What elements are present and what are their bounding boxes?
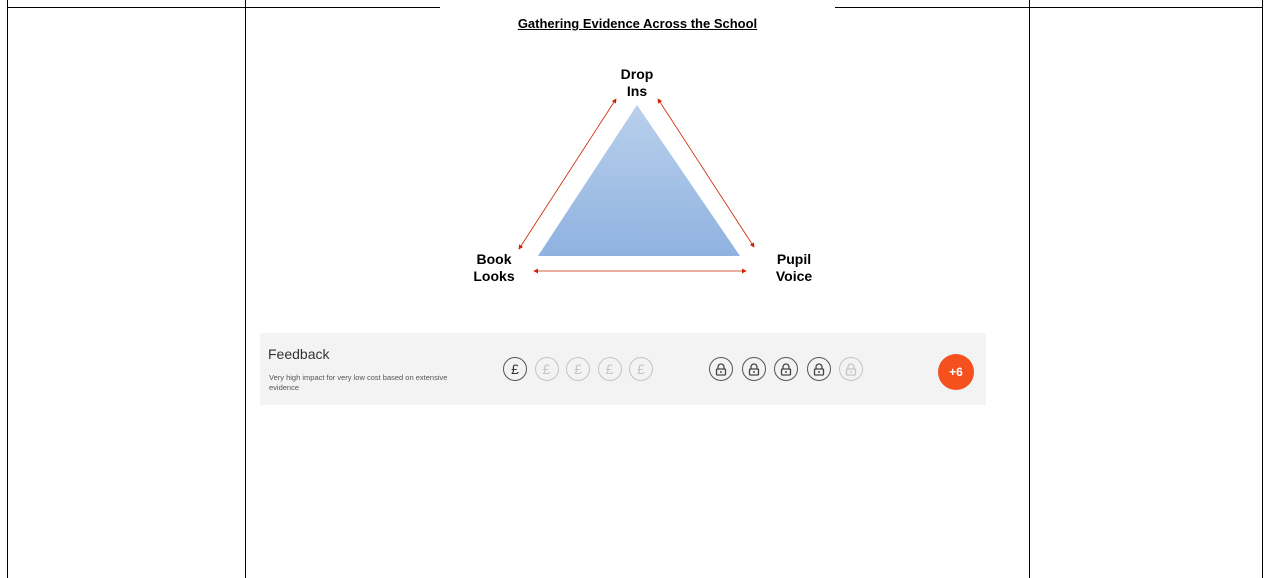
feedback-description: Very high impact for very low cost based…: [269, 373, 448, 392]
table-border-left: [7, 0, 8, 578]
triangle-shape: [538, 105, 740, 256]
table-border-right: [1262, 0, 1263, 578]
pound-icon: £: [566, 357, 590, 381]
node-label-pupil-voice: Pupil Voice: [775, 251, 813, 284]
pound-icon: £: [597, 357, 622, 381]
feedback-strip[interactable]: Feedback Very high impact for very low c…: [260, 333, 986, 405]
padlock-icon: [709, 357, 733, 381]
diagram-title: Gathering Evidence Across the School: [517, 16, 758, 31]
impact-badge[interactable]: +6: [938, 354, 974, 390]
feedback-title: Feedback: [268, 346, 330, 362]
pound-icon: £: [534, 357, 559, 381]
table-divider-2: [1029, 0, 1030, 578]
pound-icon: £: [503, 357, 527, 381]
table-divider-1: [245, 0, 246, 578]
table-border-top-right: [835, 7, 1263, 8]
table-border-top-left: [7, 7, 440, 8]
node-label-book-looks: Book Looks: [473, 251, 515, 284]
padlock-icon: [839, 357, 863, 381]
padlock-icon: [774, 357, 798, 381]
pound-icon: £: [629, 357, 653, 381]
arrow-right-edge: [657, 98, 755, 248]
padlock-icon: [806, 357, 831, 381]
arrow-left-edge: [518, 98, 617, 250]
padlock-icon: [741, 357, 766, 381]
node-label-drop-ins: Drop Ins: [620, 66, 654, 99]
